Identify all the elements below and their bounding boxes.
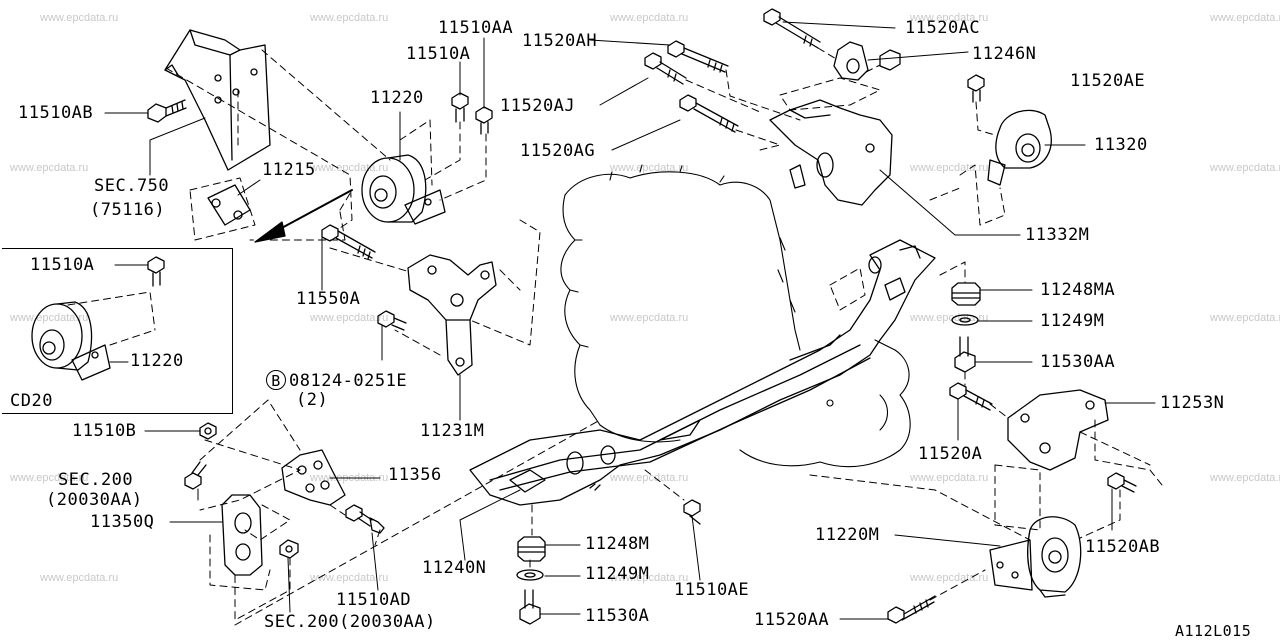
label-08124-text: 08124-0251E xyxy=(289,371,408,391)
bracket-11253N xyxy=(1007,389,1109,471)
bolt-08124 xyxy=(377,310,407,331)
insulator-11248MA xyxy=(951,282,981,306)
label-11215: 11215 xyxy=(262,160,316,180)
inset-title: CD20 xyxy=(10,391,53,411)
bolt-11520A xyxy=(949,382,993,411)
bolt-11510AB xyxy=(147,99,187,123)
bolt-11550A xyxy=(321,224,376,260)
label-11248MA: 11248MA xyxy=(1040,280,1116,300)
mount-11320 xyxy=(967,74,1052,186)
label-11530AA: 11530AA xyxy=(1040,352,1116,372)
label-sec200-bottom: SEC.200(20030AA) xyxy=(264,612,436,632)
inset-mount-11220 xyxy=(31,256,165,381)
label-11520AC: 11520AC xyxy=(905,18,981,38)
leader-lines xyxy=(104,21,1156,620)
label-75116: (75116) xyxy=(90,200,166,220)
circled-b-marker: B xyxy=(266,370,286,390)
label-11510A-inset: 11510A xyxy=(30,255,95,275)
label-11530A: 11530A xyxy=(585,606,650,626)
bolt-11520AB xyxy=(1107,472,1137,493)
label-11356: 11356 xyxy=(388,465,442,485)
nut-11510B xyxy=(199,422,217,440)
bracket-11332M xyxy=(769,99,893,206)
bolt-11510AE xyxy=(683,499,701,525)
label-11320: 11320 xyxy=(1094,135,1148,155)
label-11248M-bottom: 11248M xyxy=(585,534,650,554)
label-11249M-bottom: 11249M xyxy=(585,564,650,584)
label-11510B: 11510B xyxy=(72,421,137,441)
bolt-11510AD xyxy=(345,504,385,534)
bolt-11530A xyxy=(519,589,541,625)
bracket-11231M xyxy=(407,254,497,376)
label-11249M-right: 11249M xyxy=(1040,311,1105,331)
washer-11249M-right xyxy=(951,314,979,326)
bolt-11520AC xyxy=(763,8,821,49)
label-11220-top: 11220 xyxy=(370,88,424,108)
label-11550A: 11550A xyxy=(296,289,361,309)
engine-outline xyxy=(560,164,911,468)
label-sec750: SEC.750 xyxy=(94,176,170,196)
label-11510A-top: 11510A xyxy=(406,44,471,64)
label-11520A: 11520A xyxy=(918,444,983,464)
washer-11249M-bottom xyxy=(516,569,544,581)
inset-cd20-box xyxy=(2,248,233,414)
bolt-11510A-top xyxy=(451,92,469,123)
label-11240N: 11240N xyxy=(422,558,487,578)
label-11510AB: 11510AB xyxy=(18,103,94,123)
bolt-sec200-left xyxy=(184,461,207,490)
label-11520AG: 11520AG xyxy=(520,141,596,161)
label-11520AJ: 11520AJ xyxy=(500,96,576,116)
mount-11220-top xyxy=(361,154,446,225)
bolt-11520AG xyxy=(679,94,739,133)
bolt-11520AA xyxy=(887,595,936,624)
mount-11350Q xyxy=(221,494,263,576)
label-11520AE: 11520AE xyxy=(1070,71,1146,91)
label-11246N: 11246N xyxy=(972,44,1037,64)
bolt-11510AA xyxy=(475,106,493,135)
mount-11220M xyxy=(989,516,1082,598)
bolt-sec200-bottom xyxy=(279,539,299,559)
crossmember-11240N xyxy=(469,239,936,506)
label-qty-2: (2) xyxy=(296,390,329,410)
label-11220-inset: 11220 xyxy=(130,351,184,371)
bushing-11246N xyxy=(833,41,901,81)
label-sec200-left: SEC.200 xyxy=(58,470,134,490)
pointer-arrow xyxy=(254,189,353,243)
label-20030AA-left: (20030AA) xyxy=(46,490,143,510)
bracket-sec750 xyxy=(164,29,271,171)
label-11510AA: 11510AA xyxy=(438,18,514,38)
bracket-11356 xyxy=(281,449,346,506)
label-11520AB: 11520AB xyxy=(1085,537,1161,557)
bolt-11530AA xyxy=(954,336,976,373)
label-11510AD: 11510AD xyxy=(336,590,412,610)
bolt-11520AJ xyxy=(644,52,687,85)
label-11231M: 11231M xyxy=(420,421,485,441)
label-11520AH: 11520AH xyxy=(522,31,598,51)
label-11332M: 11332M xyxy=(1025,225,1090,245)
label-11510AE: 11510AE xyxy=(674,580,750,600)
label-11520AA: 11520AA xyxy=(754,610,830,630)
drawing-code: A112L015 xyxy=(1175,622,1252,640)
bolt-11520AH xyxy=(667,40,729,73)
label-11220M: 11220M xyxy=(815,525,880,545)
label-11253N: 11253N xyxy=(1160,393,1225,413)
insulator-11248M-bottom xyxy=(517,536,546,562)
dashed-lines xyxy=(67,47,1163,626)
label-11350Q: 11350Q xyxy=(90,512,155,532)
